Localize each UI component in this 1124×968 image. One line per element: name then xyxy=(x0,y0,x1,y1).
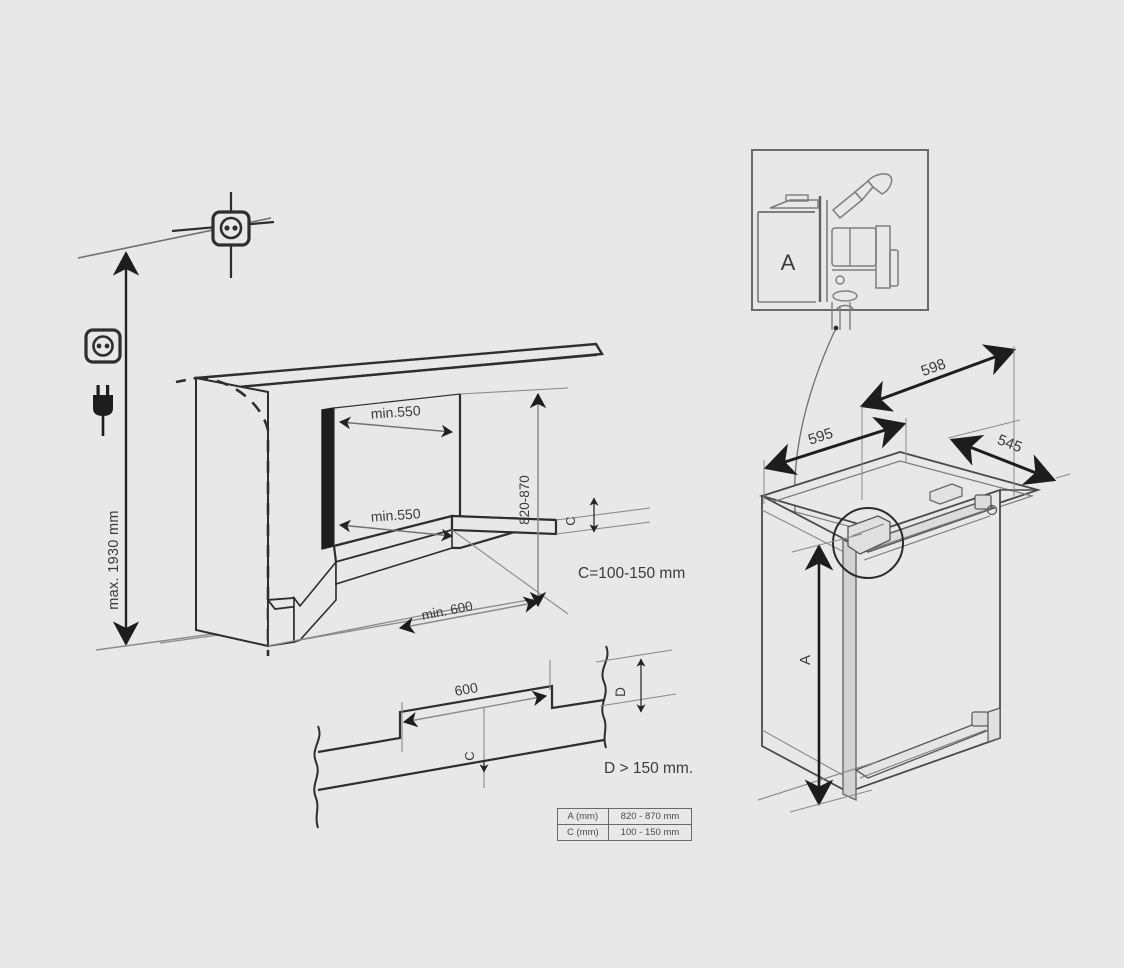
cabinet-left-panel-top xyxy=(195,377,269,393)
detail-circle-line xyxy=(851,523,885,537)
width-body-dimension-label: 595 xyxy=(806,425,835,449)
detail-cabinet-lip xyxy=(769,199,819,209)
appliance-height-letter-label: A xyxy=(797,655,814,665)
appliance-bottom-rail-line xyxy=(859,729,987,779)
plinth-cutout-dimension-line xyxy=(402,690,548,728)
power-socket-icon xyxy=(171,192,275,278)
detail-circle-marker xyxy=(832,507,904,579)
appliance-left-face xyxy=(761,494,849,794)
width-body-dimension-line xyxy=(763,416,907,476)
table-row: C (mm) 100 - 150 mm xyxy=(557,824,693,841)
depth-dimension-label: 545 xyxy=(995,431,1024,456)
appliance-top-rail-line-2 xyxy=(863,515,991,561)
detail-slot xyxy=(832,290,858,302)
cabinet-left-panel xyxy=(195,376,269,648)
appliance-rail-screw xyxy=(986,504,998,516)
spec-row-value: 100 - 150 mm xyxy=(607,824,693,841)
d-letter-label: D xyxy=(613,687,628,697)
depth-bottom-dimension-line xyxy=(338,519,454,542)
spec-table: A (mm) 820 - 870 mm C (mm) 100 - 150 mm xyxy=(557,808,693,841)
ext-line-820-bottom xyxy=(451,529,569,615)
spec-row-label: A (mm) xyxy=(557,808,609,825)
d-note-label: D > 150 mm. xyxy=(604,760,693,777)
appliance-bottom-foot xyxy=(987,707,1001,743)
d-ext-bottom xyxy=(599,693,677,707)
power-plug-icon xyxy=(93,385,113,436)
depth-top-dimension-line xyxy=(338,416,454,438)
d-ext-top xyxy=(595,649,673,663)
c-note-label: C=100-150 mm xyxy=(578,565,685,582)
niche-front-post xyxy=(321,407,335,550)
depth-bottom-dimension-label: min.550 xyxy=(370,505,421,524)
plinth-diagram-group: 600 C D D > 150 mm. xyxy=(313,645,693,829)
cabinet-top-panel xyxy=(193,342,605,392)
appliance-bottom-clip xyxy=(971,711,989,727)
ext-A-bottom xyxy=(789,789,873,813)
height-dimension-label: max. 1930 mm xyxy=(106,510,122,610)
appliance-rail-end-clip xyxy=(974,494,992,510)
c-ext-line-top xyxy=(555,507,651,521)
depth-top-dimension-label: min.550 xyxy=(370,402,421,421)
hidden-edge-a xyxy=(175,376,197,384)
ext-A-top xyxy=(791,533,863,553)
table-row: A (mm) 820 - 870 mm xyxy=(557,808,693,825)
ext-545-a xyxy=(947,419,1021,439)
plinth-lower-edge xyxy=(317,738,605,792)
appliance-hinge-post xyxy=(842,538,857,802)
c-ext-line-bottom xyxy=(555,521,651,535)
niche-diagram-group: max. 1930 mm xyxy=(77,192,685,656)
width-front-dimension-line xyxy=(859,344,1017,412)
detail-callout-box: A xyxy=(751,149,929,330)
spec-row-label: C (mm) xyxy=(557,824,609,841)
plinth-cutout-dimension-label: 600 xyxy=(453,679,479,699)
detail-bottom-arc xyxy=(835,304,855,311)
ext-line-820-top xyxy=(459,387,569,395)
power-socket-icon-side xyxy=(84,328,122,364)
detail-callout-frame xyxy=(751,149,929,311)
detail-screw-hole xyxy=(835,275,845,285)
plinth-c-letter-label: C xyxy=(462,751,477,760)
detail-bracket-plate xyxy=(785,194,809,202)
spec-row-value: 820 - 870 mm xyxy=(607,808,693,825)
cabinet-base-panel xyxy=(293,559,337,644)
cabinet-top-panel-edge xyxy=(204,354,598,391)
appliance-top-rail-line-1 xyxy=(859,509,987,554)
width-min-dimension-line xyxy=(398,596,540,634)
depth-dimension-line xyxy=(949,434,1057,486)
floor-recede-2 xyxy=(299,597,541,641)
hidden-edge-curve xyxy=(195,376,270,656)
niche-shelf-right xyxy=(450,514,558,536)
c-gap-letter-label: C xyxy=(563,516,578,525)
ext-545-b xyxy=(1055,473,1071,479)
detail-rail-clip xyxy=(889,249,899,287)
detail-callout-letter: A xyxy=(781,250,796,275)
niche-height-dimension-label: 820-870 xyxy=(517,475,532,525)
break-symbol-left xyxy=(313,725,321,829)
screwdriver-icon xyxy=(831,173,893,220)
